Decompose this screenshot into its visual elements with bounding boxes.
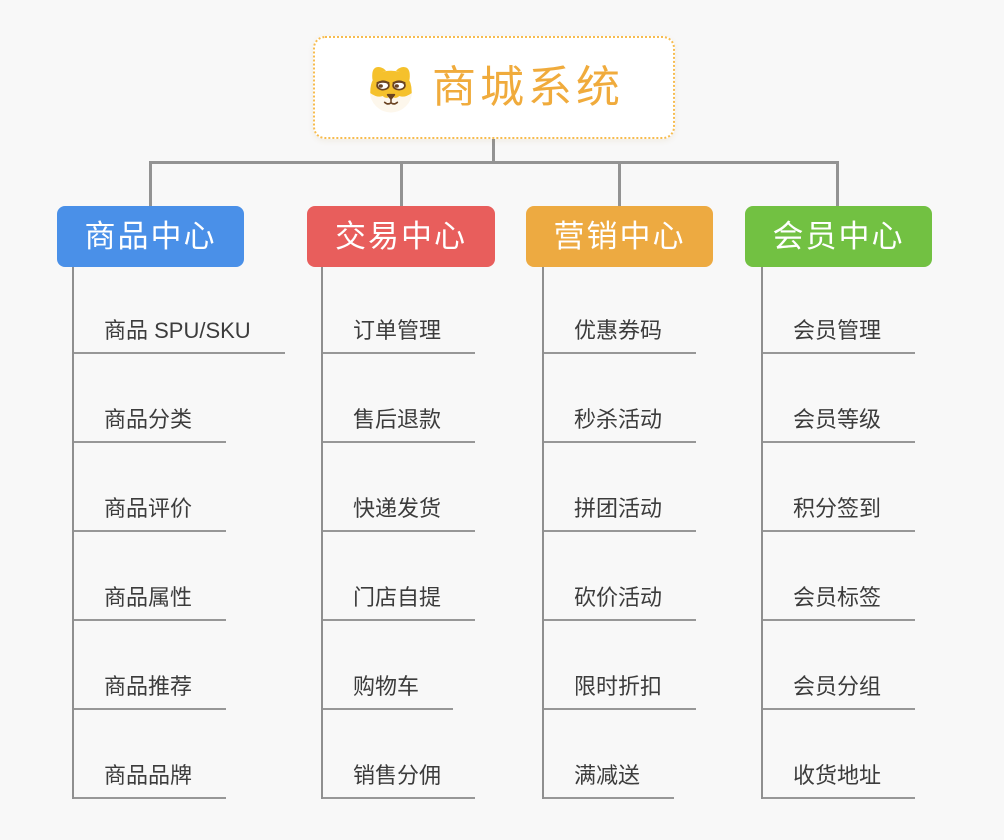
branch-node-marketing-center[interactable]: 营销中心 — [526, 206, 713, 267]
leaf-row: 门店自提 — [323, 532, 476, 621]
leaf-row: 拼团活动 — [544, 443, 697, 532]
leaf-row: 商品分类 — [74, 354, 285, 443]
leaf-node-shopping-cart[interactable]: 购物车 — [323, 674, 454, 710]
leaf-row: 商品属性 — [74, 532, 285, 621]
root-title: 商城系统 — [432, 62, 624, 112]
leaf-node-shipping-address[interactable]: 收货地址 — [763, 763, 916, 799]
leaf-node-product-recommend[interactable]: 商品推荐 — [74, 674, 227, 710]
leaf-node-member-level[interactable]: 会员等级 — [763, 407, 916, 443]
leaf-row: 收货地址 — [763, 710, 916, 799]
leaf-node-coupon-code[interactable]: 优惠券码 — [544, 318, 697, 354]
leaf-node-product-brand[interactable]: 商品品牌 — [74, 763, 227, 799]
leaf-node-member-tag[interactable]: 会员标签 — [763, 585, 916, 621]
root-node[interactable]: 商城系统 — [313, 36, 675, 139]
branch-children-marketing: 优惠券码 秒杀活动 拼团活动 砍价活动 限时折扣 满减送 — [542, 267, 697, 799]
leaf-node-product-review[interactable]: 商品评价 — [74, 496, 227, 532]
leaf-row: 商品 SPU/SKU — [74, 267, 285, 354]
leaf-row: 会员标签 — [763, 532, 916, 621]
leaf-row: 销售分佣 — [323, 710, 476, 799]
leaf-row: 会员分组 — [763, 621, 916, 710]
leaf-node-order-management[interactable]: 订单管理 — [323, 318, 476, 354]
leaf-row: 商品评价 — [74, 443, 285, 532]
branch-node-trade-center[interactable]: 交易中心 — [307, 206, 495, 267]
leaf-node-flash-sale[interactable]: 秒杀活动 — [544, 407, 697, 443]
shiba-dog-face-icon — [364, 61, 418, 115]
branch-node-product-center[interactable]: 商品中心 — [57, 206, 244, 267]
branch-children-member: 会员管理 会员等级 积分签到 会员标签 会员分组 收货地址 — [761, 267, 916, 799]
leaf-node-group-buy[interactable]: 拼团活动 — [544, 496, 697, 532]
leaf-row: 会员等级 — [763, 354, 916, 443]
leaf-node-member-group[interactable]: 会员分组 — [763, 674, 916, 710]
leaf-row: 会员管理 — [763, 267, 916, 354]
leaf-node-aftersale-refund[interactable]: 售后退款 — [323, 407, 476, 443]
leaf-node-bargain-activity[interactable]: 砍价活动 — [544, 585, 697, 621]
leaf-row: 优惠券码 — [544, 267, 697, 354]
leaf-row: 售后退款 — [323, 354, 476, 443]
leaf-row: 砍价活动 — [544, 532, 697, 621]
leaf-node-store-pickup[interactable]: 门店自提 — [323, 585, 476, 621]
leaf-node-product-attribute[interactable]: 商品属性 — [74, 585, 227, 621]
branch-node-member-center[interactable]: 会员中心 — [745, 206, 932, 267]
leaf-row: 秒杀活动 — [544, 354, 697, 443]
branch-children-product: 商品 SPU/SKU 商品分类 商品评价 商品属性 商品推荐 商品品牌 — [72, 267, 285, 799]
branch-children-trade: 订单管理 售后退款 快递发货 门店自提 购物车 销售分佣 — [321, 267, 476, 799]
connector-drop-trade — [400, 161, 403, 207]
leaf-row: 限时折扣 — [544, 621, 697, 710]
leaf-row: 积分签到 — [763, 443, 916, 532]
leaf-row: 购物车 — [323, 621, 475, 710]
leaf-row: 快递发货 — [323, 443, 476, 532]
connector-drop-marketing — [618, 161, 621, 207]
connector-drop-member — [836, 161, 839, 207]
leaf-node-full-reduction[interactable]: 满减送 — [544, 763, 675, 799]
connector-drop-product — [149, 161, 152, 207]
leaf-node-points-checkin[interactable]: 积分签到 — [763, 496, 916, 532]
connector-root-stem — [492, 139, 495, 164]
leaf-row: 商品推荐 — [74, 621, 285, 710]
leaf-node-express-shipping[interactable]: 快递发货 — [323, 496, 476, 532]
leaf-node-sales-commission[interactable]: 销售分佣 — [323, 763, 476, 799]
leaf-row: 满减送 — [544, 710, 696, 799]
leaf-row: 订单管理 — [323, 267, 476, 354]
connector-horizontal-bar — [149, 161, 839, 164]
leaf-node-limited-time-discount[interactable]: 限时折扣 — [544, 674, 697, 710]
leaf-node-member-management[interactable]: 会员管理 — [763, 318, 916, 354]
leaf-node-product-spu-sku[interactable]: 商品 SPU/SKU — [74, 318, 285, 354]
leaf-node-product-category[interactable]: 商品分类 — [74, 407, 227, 443]
leaf-row: 商品品牌 — [74, 710, 285, 799]
